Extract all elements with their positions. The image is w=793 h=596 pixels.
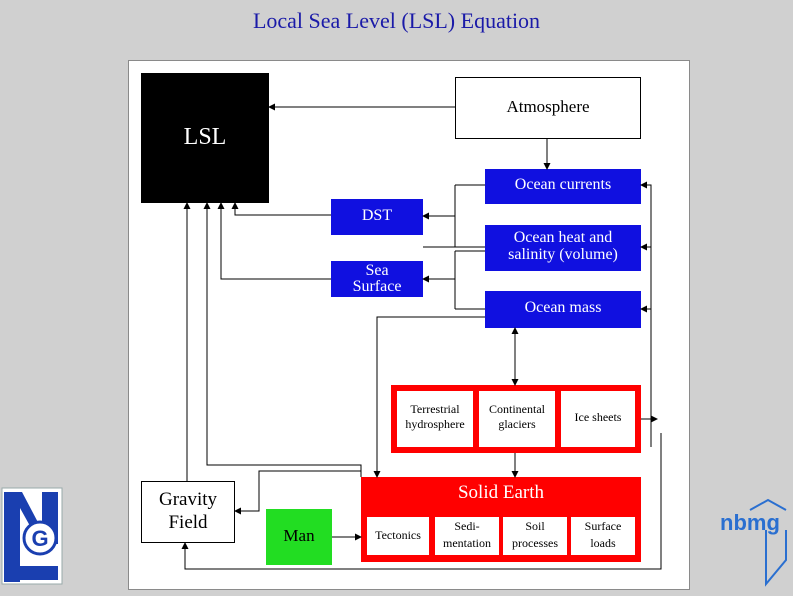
sedimentation-box: Sedi- mentation: [435, 517, 499, 555]
dst-box: DST: [331, 199, 423, 235]
nlg-logo-icon: G: [1, 487, 63, 585]
terrestrial-label-2: hydrosphere: [405, 417, 465, 431]
arrow-bottom-loop: [181, 433, 662, 570]
ocean-mass-label: Ocean mass: [524, 299, 602, 316]
sedimentation-label-1: Sedi-: [454, 519, 480, 533]
man-box: Man: [266, 509, 332, 565]
arrow-ocean-dst: [423, 185, 456, 248]
sea-surface-label-2: Surface: [352, 278, 402, 295]
soil-label-1: Soil: [525, 519, 545, 533]
atmosphere-box: Atmosphere: [455, 77, 641, 139]
ocean-currents-label: Ocean currents: [514, 176, 612, 193]
arrow-mass-solidearth: [373, 316, 485, 478]
line-currents-bracket: [455, 184, 485, 248]
gravity-label-1: Gravity: [158, 489, 218, 510]
ice-sheets-box: Ice sheets: [561, 391, 635, 447]
soil-processes-box: Soil processes: [503, 517, 567, 555]
gravity-field-box: Gravity Field: [141, 481, 235, 543]
ocean-mass-box: Ocean mass: [485, 291, 641, 328]
connector-arrows: [181, 103, 662, 570]
nlg-logo: G: [0, 486, 66, 590]
arrow-right-loop-currents: [640, 181, 652, 447]
ice-sheets-label: Ice sheets: [574, 410, 622, 424]
continental-label-1: Continental: [489, 402, 545, 416]
arrow-dst-lsl: [231, 202, 331, 216]
tectonics-label: Tectonics: [375, 528, 421, 542]
diagram-panel: LSL Atmosphere Ocean currents DST Ocean …: [128, 60, 690, 590]
ocean-heat-label-1: Ocean heat and: [513, 229, 613, 246]
ocean-currents-box: Ocean currents: [485, 169, 641, 204]
surface-loads-box: Surface loads: [571, 517, 635, 555]
nbmg-logo-icon: nbmg: [720, 498, 787, 587]
dst-label: DST: [361, 207, 393, 224]
surface-loads-label-1: Surface: [584, 519, 622, 533]
atmosphere-label: Atmosphere: [506, 97, 590, 116]
svg-text:nbmg: nbmg: [720, 510, 780, 535]
arrow-solidearth-gravity: [234, 470, 361, 515]
tectonics-box: Tectonics: [367, 517, 429, 555]
lsl-label: LSL: [183, 124, 227, 150]
ocean-heat-box: Ocean heat and salinity (volume): [485, 225, 641, 271]
arrow-seasurface-lsl: [217, 202, 331, 280]
gravity-label-2: Field: [168, 512, 208, 533]
nbmg-logo: nbmg: [716, 496, 790, 590]
terrestrial-hydrosphere-box: Terrestrial hydrosphere: [397, 391, 473, 447]
solid-earth-label: Solid Earth: [457, 482, 545, 503]
surface-loads-label-2: loads: [590, 536, 616, 550]
ocean-heat-label-2: salinity (volume): [508, 246, 618, 263]
continental-label-2: glaciers: [498, 417, 536, 431]
lsl-box: LSL: [141, 73, 269, 203]
terrestrial-label-1: Terrestrial: [410, 402, 460, 416]
slide-title: Local Sea Level (LSL) Equation: [252, 8, 541, 33]
soil-label-2: processes: [512, 536, 558, 550]
svg-text:G: G: [31, 526, 48, 551]
arrow-seasurface-feed: [422, 275, 456, 309]
arrow-solidearth-lsl: [203, 202, 362, 477]
sedimentation-label-2: mentation: [443, 536, 491, 550]
continental-glaciers-box: Continental glaciers: [479, 391, 555, 447]
sea-surface-label-1: Sea: [365, 262, 389, 279]
sea-surface-box: Sea Surface: [331, 261, 423, 297]
man-label: Man: [283, 526, 315, 545]
